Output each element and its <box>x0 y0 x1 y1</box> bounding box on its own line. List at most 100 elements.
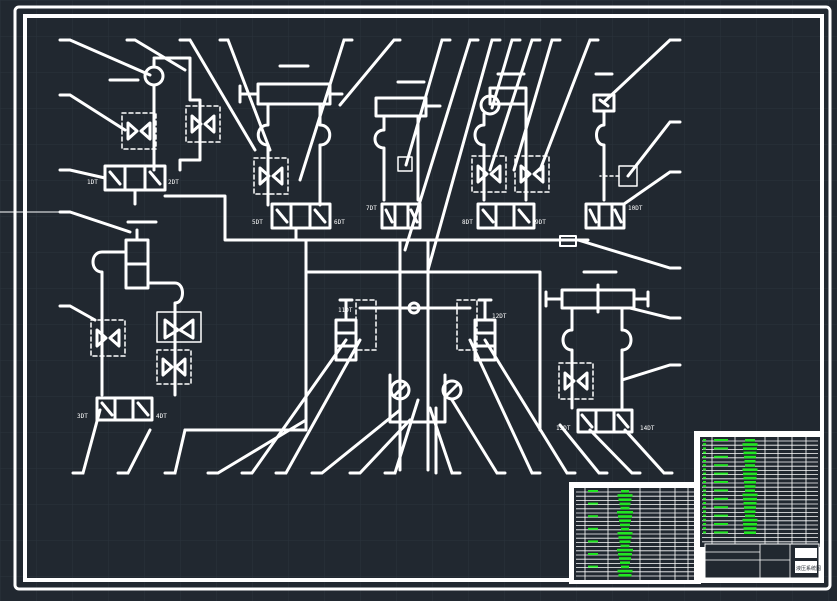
valve-label: 6DT <box>334 219 345 226</box>
check-valve-box-9 <box>514 155 550 193</box>
table-cell-fill <box>703 518 706 521</box>
table-cell-fill <box>743 451 757 455</box>
table-cell-fill <box>619 502 631 506</box>
circuit-drawing <box>90 56 650 472</box>
valve-label: 1DT <box>87 179 98 186</box>
table-cell-fill <box>703 460 706 462</box>
table-cell-fill <box>617 511 633 514</box>
sheet-inner-border <box>23 14 824 582</box>
table-cell-fill <box>703 502 706 504</box>
table-cell-fill <box>744 481 756 484</box>
sheet-outer-border <box>13 5 832 591</box>
valve-label: 14DT <box>640 425 655 432</box>
table-cell-fill <box>714 439 728 441</box>
table-cell-fill <box>714 514 728 517</box>
check-valve-box-4 <box>156 311 202 343</box>
table-cell-fill <box>621 527 629 531</box>
parts-list-table-right[interactable]: 液压系统图 <box>694 431 824 583</box>
table-cell-fill <box>703 497 706 500</box>
cylinder-7-lines <box>561 306 633 410</box>
leader-lines <box>58 38 682 475</box>
table-cell-fill <box>703 527 706 530</box>
table-cell-fill <box>703 493 706 496</box>
check-valve-3 <box>95 328 121 348</box>
valve-label: 7DT <box>366 205 377 212</box>
table-cell-fill <box>744 531 756 534</box>
table-cell-fill <box>588 540 598 543</box>
manifold-node <box>407 301 421 315</box>
table-cell-fill <box>588 490 598 492</box>
branch-1b <box>152 56 202 172</box>
table-cell-fill <box>618 536 632 539</box>
check-valve-10 <box>563 371 589 391</box>
table-cell-fill <box>588 565 598 568</box>
table-cell-fill <box>743 447 757 450</box>
valve-label: 12DT <box>492 313 507 320</box>
table-cell-fill <box>703 464 706 467</box>
table-cell-fill <box>620 544 630 548</box>
cylinder-6-lines <box>595 109 606 202</box>
parts-list-table-left[interactable] <box>569 482 701 584</box>
check-valve-box-10 <box>558 362 594 400</box>
valve-label: 8DT <box>462 219 473 226</box>
table-cell-fill <box>621 565 629 569</box>
check-valve-box-3 <box>90 319 126 357</box>
table-cell-fill <box>744 506 756 509</box>
cylinder-5-lines <box>473 102 528 202</box>
table-cell-fill <box>703 510 706 513</box>
valve-label: 10DT <box>628 205 643 212</box>
table-cell-fill <box>588 502 598 505</box>
check-valve-1 <box>126 121 152 141</box>
directional-valve-7 <box>576 408 634 434</box>
valve-label: 4DT <box>156 413 167 420</box>
table-cell-fill <box>714 506 728 509</box>
check-valve-box-5 <box>156 349 192 385</box>
table-cell-fill <box>703 514 706 517</box>
table-cell-fill <box>703 447 706 450</box>
table-cell-fill <box>742 493 758 497</box>
directional-valve-3 <box>270 202 332 230</box>
table-cell-fill <box>714 531 728 534</box>
table-cell-fill <box>618 574 632 577</box>
table-cell-fill <box>714 523 728 525</box>
table-cell-fill <box>619 557 631 560</box>
table-cell-fill <box>743 527 757 530</box>
pump-1 <box>389 379 411 401</box>
table-cell-fill <box>619 519 631 522</box>
flow-valve-box-1 <box>355 299 377 351</box>
table-cell-fill <box>703 443 706 446</box>
table-cell-fill <box>620 561 630 564</box>
valve-label: 11DT <box>338 307 353 314</box>
flow-valve-box-2 <box>456 299 478 351</box>
table-cell-fill <box>703 485 706 488</box>
check-valve-box-6 <box>253 157 289 195</box>
check-valve-box-7 <box>397 156 413 172</box>
table-cell-fill <box>619 540 631 543</box>
table-cell-fill <box>703 531 706 534</box>
table-cell-fill <box>703 455 706 458</box>
valve-label: 2DT <box>168 179 179 186</box>
valve-label: 13DT <box>556 425 571 432</box>
table-cell-fill <box>703 472 706 475</box>
table-cell-fill <box>621 490 629 493</box>
table-cell-fill <box>618 498 632 501</box>
table-cell-fill <box>617 548 633 552</box>
table-cell-fill <box>588 515 598 518</box>
cylinder-5 <box>488 86 528 106</box>
table-cell-fill <box>743 497 757 501</box>
table-cell-fill <box>714 455 728 458</box>
check-valve-box-2 <box>185 105 221 143</box>
table-cell-fill <box>744 460 756 463</box>
table-cell-fill <box>703 476 706 479</box>
table-cell-fill <box>588 527 598 530</box>
table-cell-fill <box>703 481 706 483</box>
table-cell-fill <box>617 569 633 573</box>
check-valve-8 <box>476 164 502 184</box>
table-cell-fill <box>703 523 706 525</box>
check-valve-box-8 <box>471 155 507 193</box>
table-cell-fill <box>742 518 758 522</box>
check-valve-2 <box>190 114 216 134</box>
table-cell-fill <box>743 476 757 480</box>
table-cell-fill <box>742 468 758 471</box>
